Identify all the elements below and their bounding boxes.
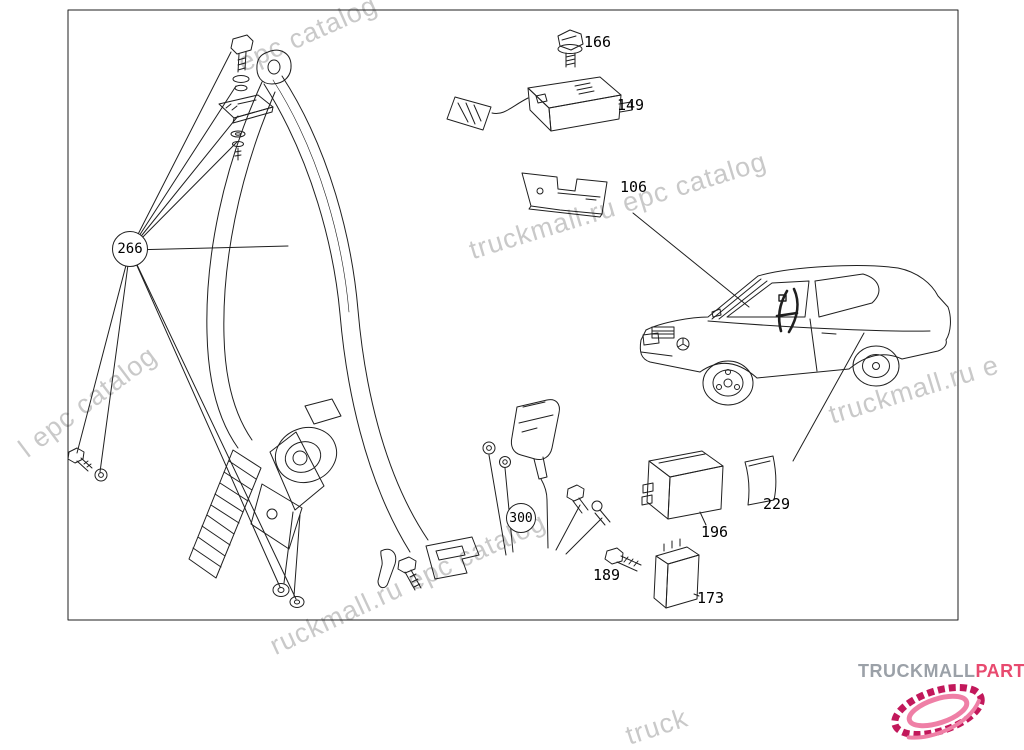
pad-229 <box>744 455 777 506</box>
buckle-group-300 <box>482 399 611 556</box>
logo-brand: TRUCKMALL <box>858 661 976 681</box>
callout-circle-300[interactable]: 300 <box>506 503 536 533</box>
part-label-106[interactable]: 106 <box>620 178 648 196</box>
car-seat-belt-highlight <box>775 287 799 334</box>
part-label-173[interactable]: 173 <box>697 589 725 607</box>
part-label-166[interactable]: 166 <box>584 33 612 51</box>
truckmall-swirl-icon <box>891 683 985 740</box>
part-label-229[interactable]: 229 <box>763 495 791 513</box>
seat-belt-assembly <box>188 49 480 597</box>
diagram-border <box>67 9 959 621</box>
truckmall-logo-text: TRUCKMALLPARTS <box>858 661 1024 682</box>
bolt-166 <box>557 29 584 68</box>
anchor-hardware-266 <box>67 34 305 608</box>
car-callout-lines <box>632 212 865 462</box>
part-label-149[interactable]: 149 <box>617 96 645 114</box>
screw-189 <box>604 547 642 572</box>
module-196 <box>641 450 724 526</box>
part-label-196[interactable]: 196 <box>701 523 729 541</box>
callout-circle-266[interactable]: 266 <box>112 231 148 267</box>
part-label-189[interactable]: 189 <box>593 566 621 584</box>
bracket-106 <box>521 172 608 218</box>
relay-173 <box>653 538 700 609</box>
callout-lines-266 <box>76 51 297 600</box>
logo-suffix: PARTS <box>975 661 1024 681</box>
control-module-149 <box>446 76 633 132</box>
car-illustration <box>639 265 951 406</box>
